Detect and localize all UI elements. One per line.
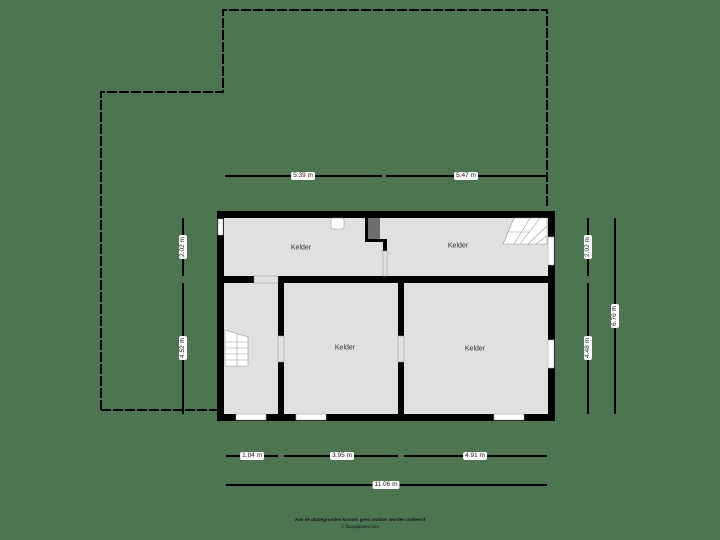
walls — [217, 211, 555, 421]
dim-bottom-2: 3.95 m — [330, 452, 354, 460]
toilet — [330, 217, 345, 230]
chimney — [367, 216, 380, 240]
room-label-top-right: Kelder — [447, 242, 469, 250]
disclaimer-text: Aan de plattegronden kunnen geen rechten… — [294, 517, 425, 522]
dim-left-1: 2.02 m — [179, 235, 187, 259]
dim-bottom-total: 11.06 m — [372, 481, 400, 489]
dim-top-1: 5.39 m — [291, 172, 315, 180]
door-openings — [253, 250, 405, 363]
dim-right-2: 4.48 m — [584, 336, 592, 360]
dim-left-2: 4.52 m — [179, 336, 187, 360]
room-label-top-left: Kelder — [290, 244, 312, 252]
room-label-bottom-middle: Kelder — [334, 344, 356, 352]
stairs-top-right — [502, 217, 548, 245]
dim-bottom-3: 4.91 m — [463, 452, 487, 460]
dim-right-1: 2.02 m — [584, 235, 592, 259]
dim-right-total: 6.76 m — [611, 304, 619, 328]
dim-bottom-1: 1.84 m — [240, 452, 264, 460]
copyright-text: © floorplanner.com — [341, 524, 379, 529]
windows — [217, 218, 555, 421]
plot-boundary — [100, 9, 548, 411]
room-label-bottom-right: Kelder — [464, 345, 486, 353]
dim-top-2: 5.47 m — [454, 172, 478, 180]
stairs-left — [224, 329, 249, 367]
